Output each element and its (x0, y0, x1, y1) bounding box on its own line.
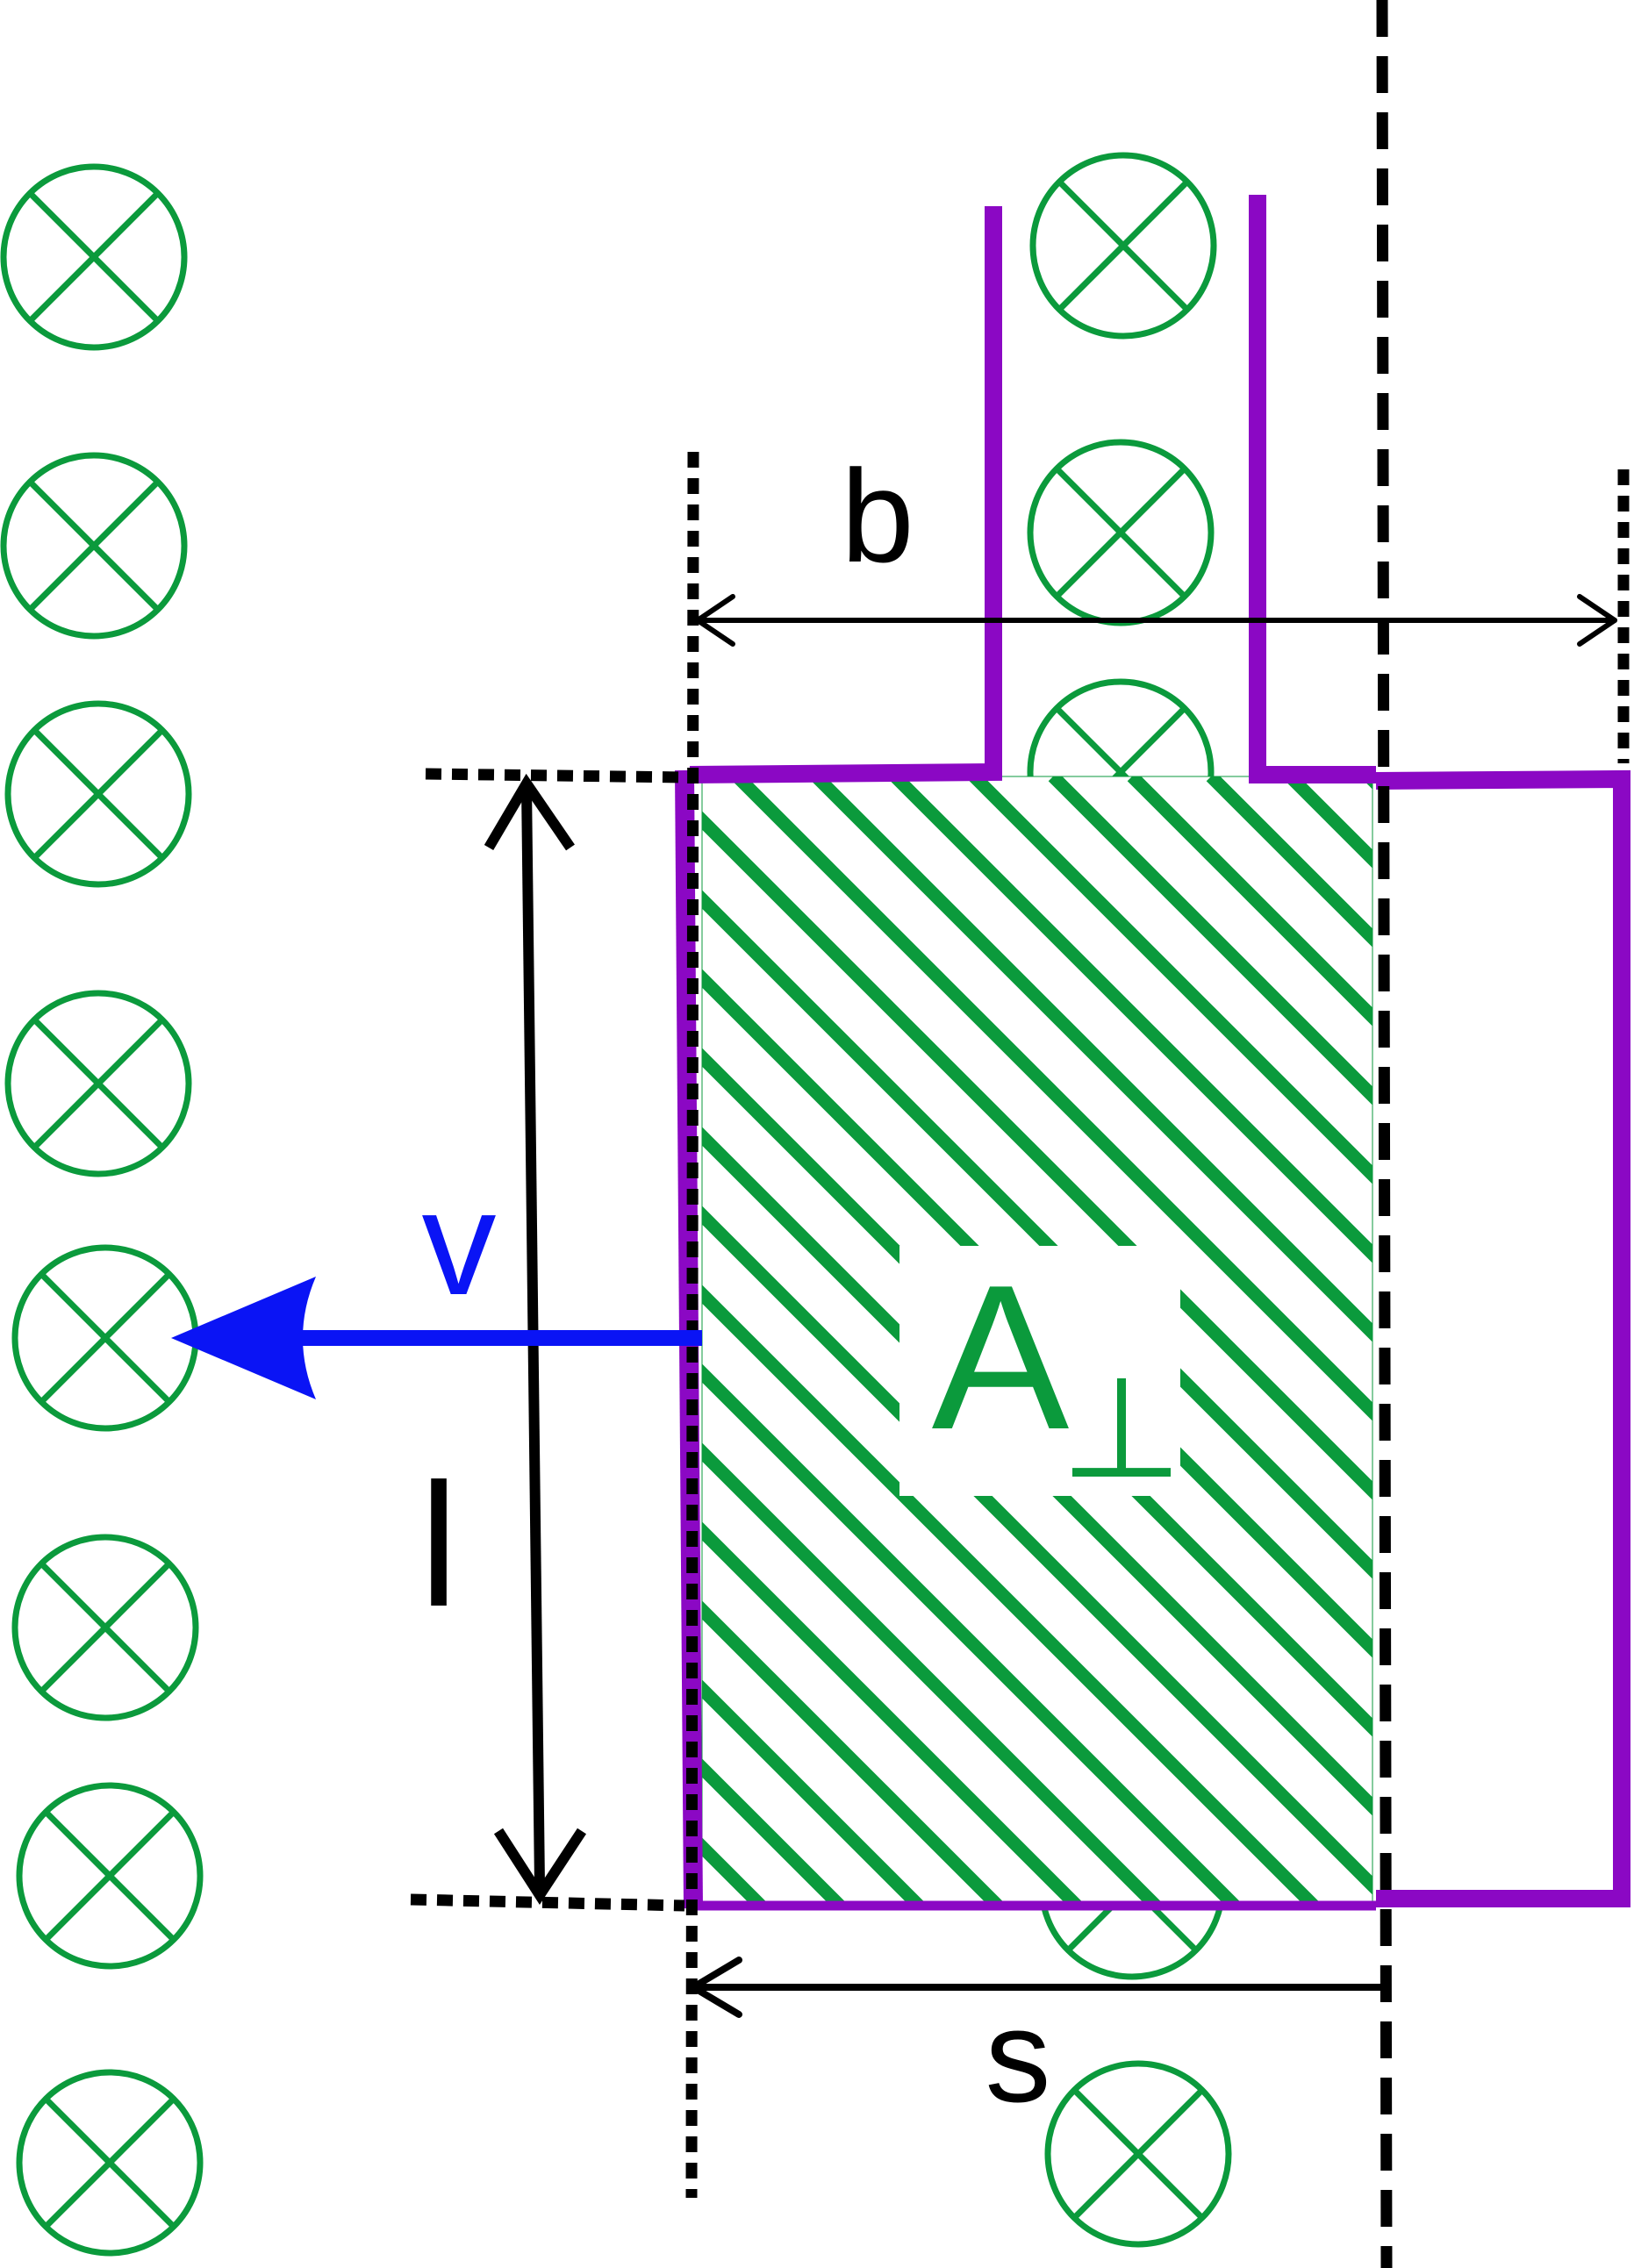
circuit-rails (689, 195, 1630, 1911)
hatch-line (1364, 776, 1372, 790)
dimension-s (690, 1957, 1386, 2018)
field-into-page-icon (16, 1782, 204, 1970)
circuit-right-loop (1375, 769, 1630, 1907)
upper-lead-right (1249, 195, 1376, 783)
hatch-line (702, 1284, 1323, 1906)
hatch-line (702, 1521, 1086, 1906)
label-b: b (841, 442, 914, 590)
guide-lines (410, 0, 1630, 2268)
field-into-page-icon (0, 452, 188, 640)
initial-position-dashed-line (1376, 0, 1393, 2268)
field-into-page-icon (1029, 152, 1217, 340)
label-l: l (419, 1448, 458, 1643)
field-into-page-icon (11, 1244, 199, 1432)
field-into-page-icon (4, 700, 192, 888)
label-s: s (985, 1982, 1051, 2129)
velocity-arrow (171, 1277, 702, 1399)
hatch-line (702, 890, 1372, 1579)
field-into-page-icon (16, 2069, 204, 2257)
hatch-line (1048, 776, 1372, 1105)
swept-area-hatch (702, 776, 1372, 1906)
hatch-line (732, 776, 1372, 1421)
hatch-line (811, 776, 1372, 1342)
hatch-line (702, 1442, 1165, 1906)
hatch-line (702, 1206, 1372, 1895)
field-into-page-icon (4, 990, 192, 1177)
magnetic-field-into-page (0, 152, 1232, 2257)
hatch-line (702, 811, 1372, 1500)
rod-dotted-line (685, 451, 699, 2199)
label-v: v (422, 1160, 497, 1327)
field-into-page-icon (0, 163, 188, 351)
field-into-page-icon (11, 1534, 199, 1721)
hatch-line (890, 776, 1372, 1263)
hatch-line (702, 1600, 1007, 1906)
label-area-subscript: ⊥ (1060, 1349, 1182, 1506)
hatch-line (1127, 776, 1372, 1027)
label-area: A (932, 1241, 1070, 1472)
top-dotted-line (425, 768, 685, 783)
hatch-line (969, 776, 1372, 1184)
hatch-line (702, 1758, 849, 1906)
field-into-page-icon (1044, 2060, 1232, 2248)
upper-lead-left (689, 206, 1002, 783)
field-into-page-icon (1027, 439, 1215, 626)
dimension-b (695, 594, 1617, 647)
bottom-dotted-line (410, 1893, 685, 1912)
hatch-line (702, 1363, 1244, 1906)
hatch-line (702, 1679, 928, 1906)
